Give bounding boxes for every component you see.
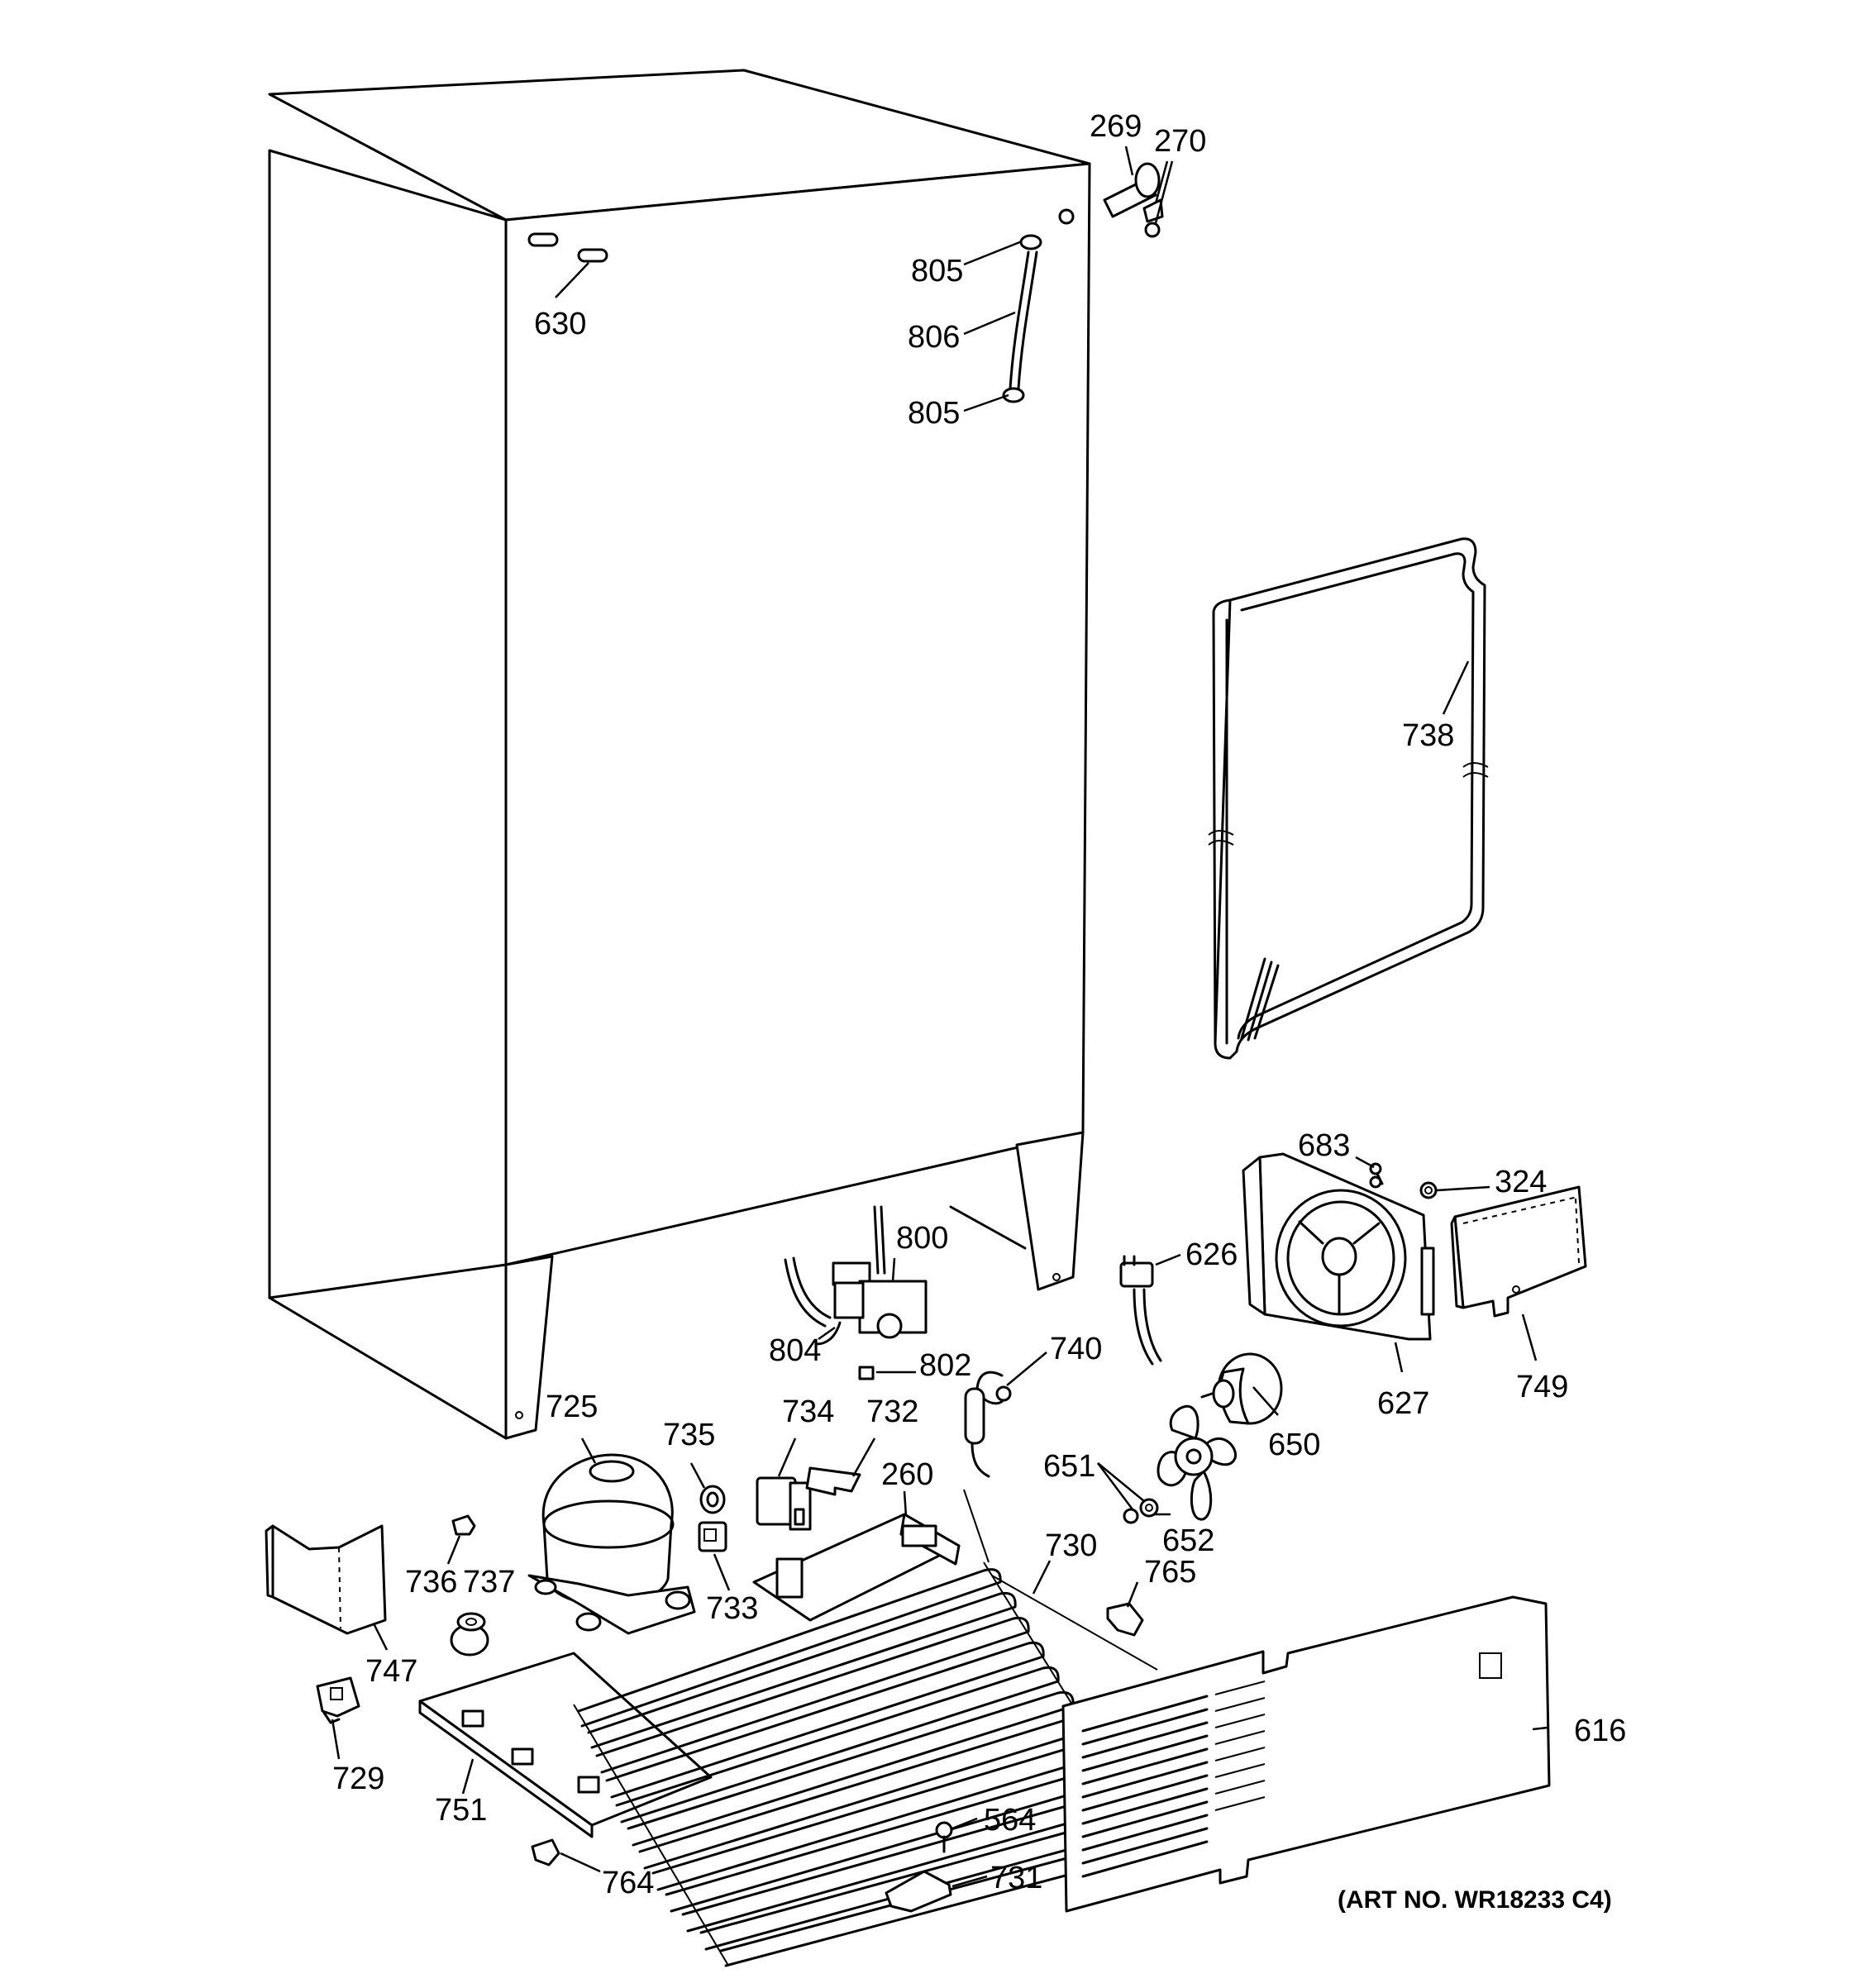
callout-736: 736	[405, 1565, 457, 1599]
part-324-screw	[1419, 1181, 1438, 1199]
callout-683: 683	[1298, 1128, 1350, 1163]
callout-labels: 269 270 805 806 805 630 738 683 324 800 …	[332, 109, 1626, 1914]
part-749-cover	[1450, 1185, 1587, 1318]
callout-627: 627	[1377, 1386, 1429, 1421]
callout-269: 269	[1090, 109, 1142, 144]
part-765-clip	[1106, 1602, 1144, 1637]
part-800-water-valve	[784, 1205, 928, 1346]
callout-804: 804	[769, 1333, 821, 1368]
callout-764: 764	[602, 1866, 654, 1900]
part-733-overload	[698, 1521, 727, 1552]
callout-800: 800	[896, 1221, 948, 1256]
callout-650: 650	[1268, 1428, 1320, 1462]
part-564-screw	[935, 1821, 953, 1853]
part-738-heater-loop	[1208, 537, 1489, 1060]
callout-765: 765	[1144, 1555, 1196, 1590]
part-734-relay	[756, 1476, 812, 1531]
part-740-capacitor	[964, 1371, 1012, 1478]
callout-737: 737	[463, 1565, 515, 1599]
callout-805: 805	[911, 254, 963, 288]
callout-729: 729	[332, 1762, 384, 1796]
callout-260: 260	[881, 1457, 933, 1492]
callout-616: 616	[1574, 1714, 1626, 1748]
callout-735: 735	[663, 1418, 715, 1452]
callout-564: 564	[984, 1803, 1036, 1838]
callout-725: 725	[546, 1390, 598, 1424]
art-number: (ART NO. WR18233 C4)	[1338, 1886, 1612, 1914]
callout-652: 652	[1162, 1523, 1214, 1558]
callout-747: 747	[365, 1654, 417, 1689]
part-729-relay-cover	[316, 1676, 360, 1724]
callout-324: 324	[1495, 1165, 1547, 1199]
callout-731: 731	[990, 1861, 1042, 1895]
callout-651: 651	[1043, 1449, 1095, 1484]
part-650-fan-motor	[1200, 1352, 1283, 1425]
callout-733: 733	[706, 1591, 758, 1626]
part-737-grommet	[450, 1612, 489, 1657]
callout-738: 738	[1402, 718, 1454, 753]
part-802-clip	[858, 1366, 875, 1380]
callout-802: 802	[919, 1348, 971, 1383]
part-731-bracket	[885, 1870, 952, 1913]
callout-751: 751	[435, 1793, 487, 1828]
refrigerator-cabinet	[268, 69, 1091, 1440]
part-626-harness-connector	[1119, 1255, 1162, 1366]
callout-626: 626	[1185, 1237, 1238, 1272]
leader-lines	[331, 145, 1548, 1888]
part-732-clip	[805, 1466, 861, 1496]
part-651-fan-blade	[1123, 1404, 1238, 1524]
callout-630: 630	[534, 307, 586, 341]
part-725-compressor	[527, 1453, 696, 1635]
part-764-clip	[531, 1838, 560, 1866]
slot	[577, 248, 608, 263]
callout-730: 730	[1045, 1528, 1097, 1563]
hole	[1058, 208, 1075, 225]
part-260-drain-pan	[752, 1513, 961, 1622]
callout-732: 732	[866, 1394, 918, 1429]
slot	[527, 232, 559, 247]
part-735-grommet	[699, 1485, 726, 1514]
callout-806: 806	[908, 320, 960, 355]
part-627-fan-shroud	[1242, 1152, 1435, 1341]
part-806-water-tube	[1002, 234, 1042, 403]
callout-805: 805	[908, 396, 960, 431]
callout-734: 734	[782, 1394, 834, 1429]
part-616-grille	[1061, 1595, 1551, 1913]
part-736-clip	[451, 1514, 476, 1536]
callout-270: 270	[1154, 124, 1206, 159]
part-751-base-pan	[418, 1652, 713, 1838]
part-747-cover	[265, 1524, 387, 1635]
callout-749: 749	[1516, 1370, 1568, 1404]
callout-740: 740	[1050, 1332, 1102, 1366]
